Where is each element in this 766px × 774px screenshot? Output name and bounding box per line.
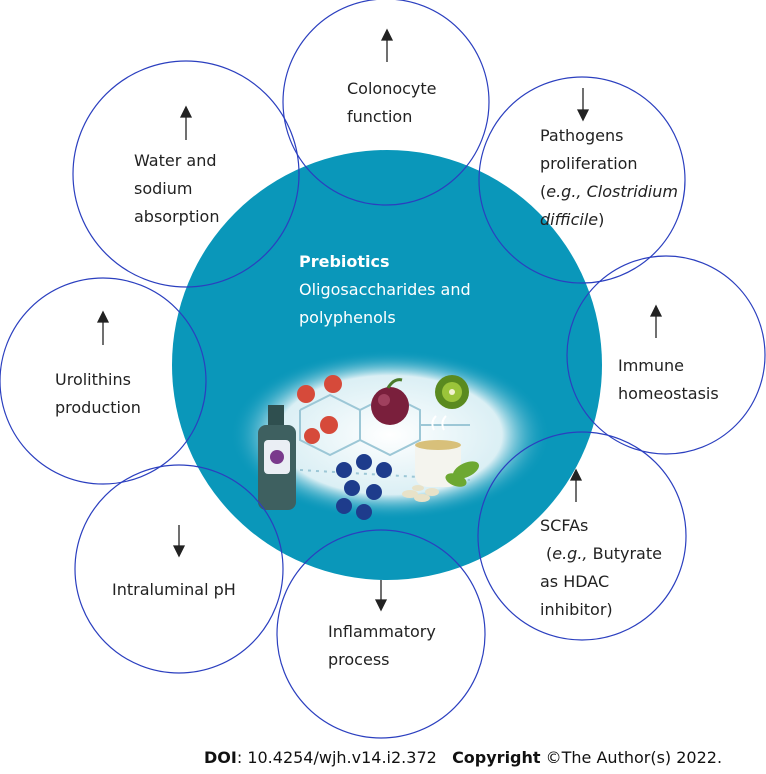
oats-icon bbox=[402, 485, 439, 502]
wine-bottle-icon bbox=[258, 405, 296, 510]
arrow-up-immune bbox=[649, 304, 663, 338]
arrow-down-pathogens bbox=[576, 88, 590, 122]
citation-footer: DOI: 10.4254/wjh.v14.i2.372 Copyright ©T… bbox=[204, 748, 722, 767]
node-label-immune: Immune homeostasis bbox=[618, 356, 719, 403]
arrow-down-inflammatory bbox=[374, 580, 388, 612]
kiwi-icon bbox=[435, 375, 469, 409]
node-circle-scfas bbox=[477, 431, 687, 641]
food-illustration bbox=[230, 350, 550, 520]
node-label-colonocyte: Colonocyte function bbox=[347, 79, 437, 126]
arrow-up-colonocyte bbox=[380, 28, 394, 62]
blueberry-icon bbox=[336, 454, 392, 520]
node-label-water: Water and sodium absorption bbox=[134, 151, 220, 226]
node-circle-urolithins bbox=[0, 277, 207, 485]
center-subtitle-line2: polyphenols bbox=[299, 308, 396, 327]
node-label-scfas: SCFAs (e.g., Butyrate as HDAC inhibitor) bbox=[540, 516, 662, 619]
center-title: Prebiotics bbox=[299, 252, 390, 271]
center-subtitle-line1: Oligosaccharides and bbox=[299, 280, 471, 299]
doi-label: DOI bbox=[204, 748, 237, 767]
node-circle-colonocyte bbox=[282, 0, 490, 206]
center-label: Prebiotics Oligosaccharides and polyphen… bbox=[299, 248, 471, 332]
node-circle-pathogens bbox=[478, 76, 686, 284]
node-circle-inflammatory bbox=[276, 529, 486, 739]
node-label-urolithins: Urolithins production bbox=[55, 370, 141, 417]
arrow-up-scfas bbox=[569, 468, 583, 502]
leaf-icon bbox=[445, 461, 480, 487]
strawberry-icon bbox=[297, 375, 342, 444]
node-circle-immune bbox=[566, 255, 766, 455]
copyright-label: Copyright bbox=[452, 748, 541, 767]
node-label-intraluminal: Intraluminal pH bbox=[112, 580, 236, 599]
arrow-down-intraluminal bbox=[172, 525, 186, 558]
plum-icon bbox=[371, 378, 409, 425]
copyright-value: ©The Author(s) 2022. bbox=[540, 748, 723, 767]
node-label-inflammatory: Inflammatory process bbox=[328, 622, 436, 669]
node-label-pathogens: Pathogens proliferation (e.g., Clostridi… bbox=[540, 126, 678, 229]
arrow-up-water bbox=[179, 105, 193, 140]
arrow-up-urolithins bbox=[96, 310, 110, 345]
node-circle-intraluminal bbox=[74, 464, 284, 674]
node-circle-water bbox=[72, 60, 300, 288]
doi-value: : 10.4254/wjh.v14.i2.372 bbox=[236, 748, 437, 767]
